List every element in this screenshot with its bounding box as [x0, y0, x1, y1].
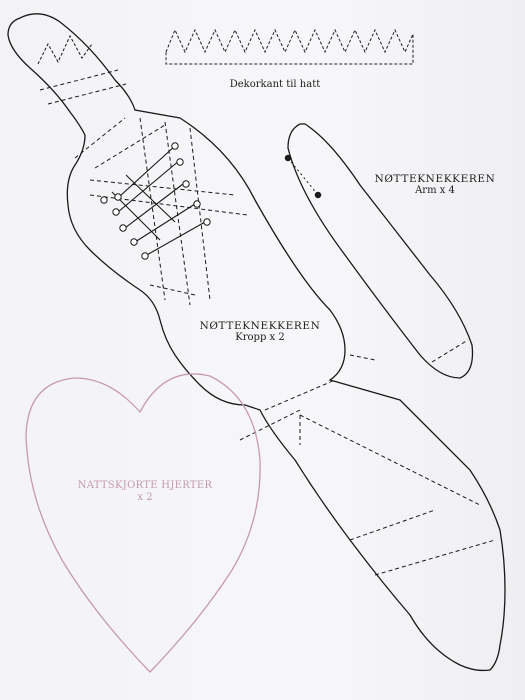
- body-dashed-lines: [39, 69, 496, 576]
- heart-label: NATTSKJORTE HJERTER x 2: [55, 480, 235, 503]
- hat-trim-outline: [165, 28, 414, 65]
- heart-outline: [25, 373, 261, 673]
- arm-marker-2: [314, 191, 322, 199]
- body-label: NØTTEKNEKKEREN Kropp x 2: [185, 320, 335, 344]
- arm-pattern: [284, 123, 474, 379]
- body-pattern: [7, 13, 506, 672]
- heart-pattern: [25, 373, 261, 673]
- body-outline: [7, 13, 506, 672]
- arm-quantity: Arm x 4: [415, 185, 455, 197]
- lacing: [111, 145, 206, 257]
- hat-trim-caption: Dekorkant til hatt: [215, 79, 335, 91]
- hat-trim-pattern: [165, 28, 414, 65]
- heart-quantity: x 2: [137, 491, 153, 503]
- heart-title: NATTSKJORTE HJERTER: [77, 480, 213, 491]
- lacing-holes: [100, 142, 211, 260]
- arm-title: NØTTEKNEKKEREN: [374, 173, 496, 185]
- hat-crown-dashes: [37, 34, 93, 65]
- arm-dashed-line: [431, 339, 469, 363]
- hat-trim-caption-text: Dekorkant til hatt: [229, 79, 321, 90]
- arm-label: NØTTEKNEKKEREN Arm x 4: [360, 173, 510, 197]
- arm-marker-1: [284, 154, 292, 162]
- arm-outline: [287, 123, 474, 379]
- body-title: NØTTEKNEKKEREN: [199, 320, 321, 332]
- body-quantity: Kropp x 2: [235, 332, 285, 344]
